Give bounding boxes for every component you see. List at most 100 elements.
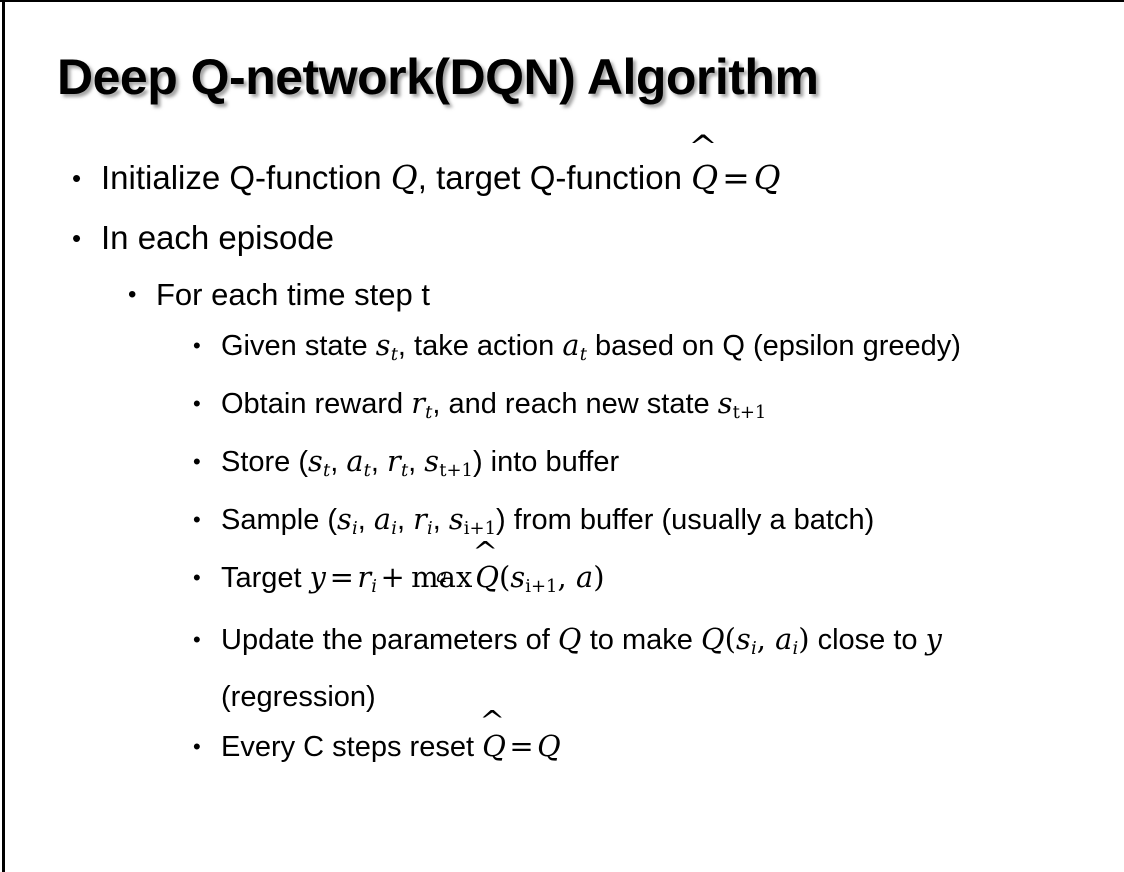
math-subscript: i bbox=[351, 518, 358, 540]
math-subscript: i bbox=[426, 518, 433, 540]
text-run: , bbox=[330, 446, 347, 479]
text-run: , target Q-function bbox=[417, 159, 692, 196]
math-var-s: s bbox=[337, 502, 352, 537]
math-equals: = bbox=[329, 560, 354, 595]
math-var-y: y bbox=[309, 560, 327, 595]
math-subscript: t bbox=[425, 402, 433, 424]
math-var-s: s bbox=[510, 560, 526, 595]
math-var-r: r bbox=[411, 386, 426, 421]
math-var-q2: Q bbox=[753, 159, 781, 197]
text-run: , bbox=[357, 504, 374, 537]
text-run: Given state bbox=[221, 330, 376, 362]
list-item-update-parameters: • Update the parameters of Q to make Q(s… bbox=[193, 615, 1101, 722]
math-equals: = bbox=[722, 158, 750, 197]
page-title: Deep Q-network(DQN) Algorithm bbox=[57, 49, 819, 105]
math-var-a: a bbox=[575, 560, 594, 595]
list-item-text: Store (st, at, rt, st+1) into buffer bbox=[221, 437, 1101, 495]
bullet-marker: • bbox=[72, 163, 82, 193]
math-var-r: r bbox=[413, 502, 427, 537]
math-var-a: a bbox=[346, 444, 364, 479]
text-run: , bbox=[370, 446, 388, 479]
text-run: Update the parameters of bbox=[221, 624, 558, 657]
bullet-marker: • bbox=[193, 391, 201, 417]
math-var-a: a bbox=[562, 328, 580, 362]
text-run: Sample ( bbox=[221, 504, 338, 537]
math-var-q: Q bbox=[557, 622, 582, 657]
math-operator-limit: a bbox=[436, 566, 448, 588]
math-paren-close: ) bbox=[593, 560, 605, 595]
math-var-r: r bbox=[357, 560, 372, 595]
math-subscript: t bbox=[579, 344, 587, 366]
list-item-reset-target-network: • Every C steps reset ^Q=Q bbox=[193, 708, 1101, 772]
text-run: Target bbox=[221, 562, 310, 595]
list-item-text: For each time step t bbox=[156, 277, 430, 312]
math-paren-open: ( bbox=[498, 560, 511, 595]
bullet-marker: • bbox=[128, 281, 137, 308]
math-var-r: r bbox=[387, 444, 401, 479]
text-run: , bbox=[396, 504, 414, 537]
text-run: , bbox=[408, 446, 425, 479]
list-item-text: Sample (si, ai, ri, si+1) from buffer (u… bbox=[221, 495, 1101, 553]
list-item-text: Given state st, take action at based on … bbox=[221, 321, 1101, 379]
text-run: Store ( bbox=[221, 446, 309, 479]
text-run: based on Q (epsilon greedy) bbox=[586, 330, 961, 362]
slide-top-border bbox=[0, 0, 1124, 2]
math-var-s: s bbox=[308, 444, 323, 479]
math-paren-open: ( bbox=[724, 622, 736, 657]
text-run: , bbox=[432, 504, 449, 537]
math-var-q: Q bbox=[390, 159, 418, 197]
math-var-q: Q bbox=[537, 729, 561, 764]
math-subscript: t+1 bbox=[439, 460, 473, 482]
bullet-marker: • bbox=[193, 565, 201, 591]
text-run: to make bbox=[581, 624, 701, 657]
math-symbol: Q bbox=[475, 560, 499, 595]
slide-left-border bbox=[2, 0, 5, 872]
math-subscript: i bbox=[371, 576, 378, 598]
text-run: Initialize Q-function bbox=[101, 159, 391, 196]
math-var-qhat: ^Q bbox=[479, 708, 506, 771]
math-subscript: i+1 bbox=[463, 518, 497, 540]
text-run: , and reach new state bbox=[432, 388, 718, 421]
bullet-marker: • bbox=[193, 449, 201, 475]
bullet-marker: • bbox=[72, 223, 82, 253]
math-var-qhat: ^Q bbox=[472, 539, 499, 602]
bullet-list: • Initialize Q-function Q, target Q-func… bbox=[0, 132, 1124, 772]
text-run: ) into buffer bbox=[472, 446, 620, 479]
math-var-a: a bbox=[373, 502, 392, 537]
math-comma: , bbox=[557, 560, 576, 595]
list-item-initialize: • Initialize Q-function Q, target Q-func… bbox=[72, 132, 1124, 208]
bullet-marker: • bbox=[193, 627, 201, 653]
math-var-q2: Q bbox=[700, 622, 725, 657]
text-run: ) from buffer (usually a batch) bbox=[496, 504, 875, 537]
math-var-s2: s bbox=[448, 502, 464, 537]
math-operator-name: max bbox=[411, 560, 473, 595]
math-subscript: t bbox=[390, 344, 398, 366]
text-run: close to bbox=[809, 624, 926, 657]
math-symbol: Q bbox=[482, 729, 506, 764]
math-equals: = bbox=[509, 729, 534, 764]
math-var-s: s bbox=[736, 622, 751, 657]
math-var-s: s bbox=[375, 328, 391, 362]
text-run: (regression) bbox=[221, 681, 376, 714]
math-var-s2: s bbox=[424, 444, 440, 479]
list-item-text: In each episode bbox=[101, 219, 335, 256]
math-symbol: Q bbox=[691, 158, 719, 197]
list-item-store-transition: • Store (st, at, rt, st+1) into buffer bbox=[193, 437, 1101, 495]
text-run: Every C steps reset bbox=[221, 731, 483, 764]
math-paren-close: ) bbox=[798, 622, 810, 657]
list-item-text: Initialize Q-function Q, target Q-functi… bbox=[101, 132, 1124, 208]
math-subscript: i bbox=[750, 638, 757, 660]
math-subscript: t bbox=[400, 460, 409, 482]
math-subscript: i bbox=[391, 518, 397, 540]
list-item-given-state: • Given state st, take action at based o… bbox=[193, 321, 1101, 379]
math-var-qhat: ^Q bbox=[688, 132, 719, 208]
bullet-marker: • bbox=[193, 734, 201, 760]
text-run: , take action bbox=[397, 330, 563, 362]
math-subscript: t bbox=[363, 460, 371, 482]
list-item-text: Obtain reward rt, and reach new state st… bbox=[221, 379, 1101, 437]
math-subscript: t+1 bbox=[732, 402, 767, 424]
math-comma: , bbox=[756, 622, 776, 657]
math-var-s: s bbox=[717, 386, 733, 421]
